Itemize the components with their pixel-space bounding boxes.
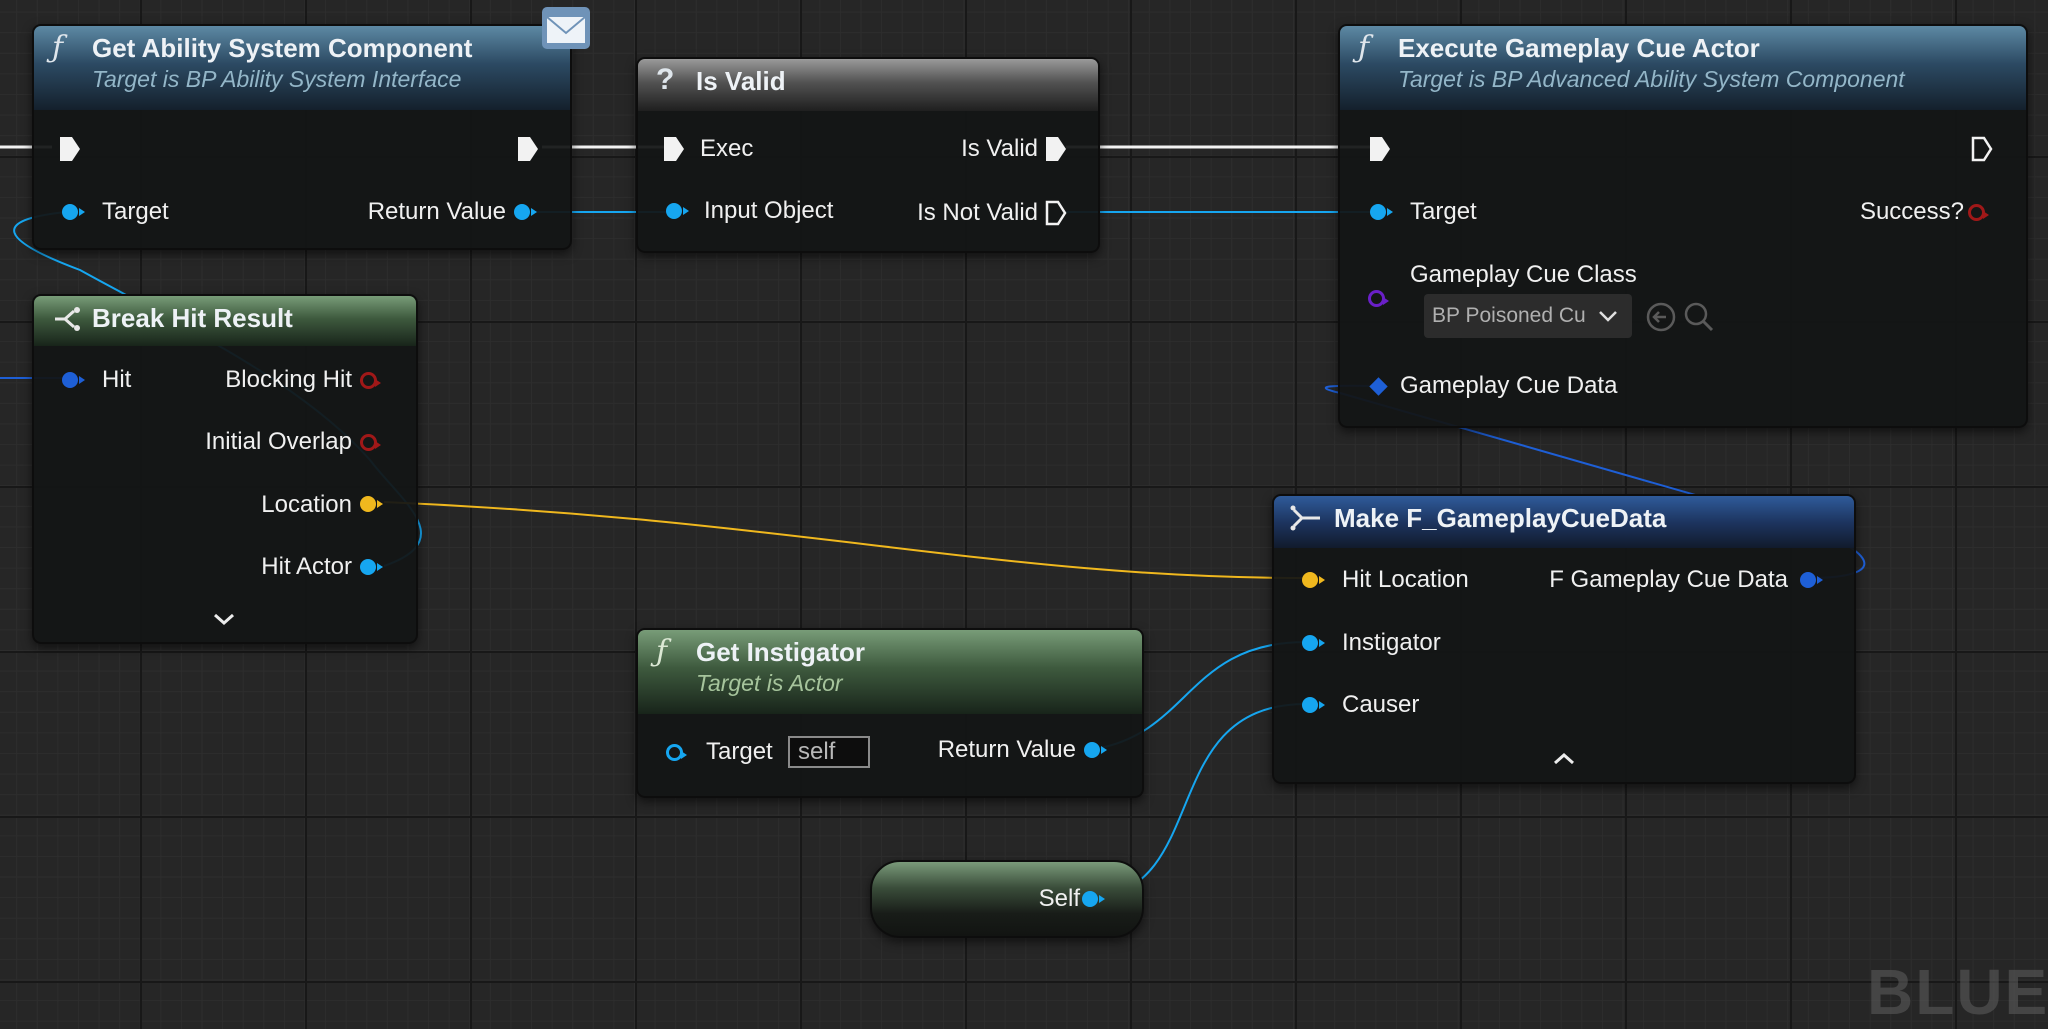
comment-bubble-icon[interactable] (540, 5, 592, 51)
input-object-pin[interactable] (666, 203, 689, 219)
location-pin[interactable] (360, 496, 383, 512)
is-valid-exec-pin[interactable] (1044, 135, 1068, 163)
node-title: Get Ability System Component (92, 33, 473, 63)
hit-actor-pin[interactable] (360, 559, 383, 575)
node-title: Make F_GameplayCueData (1334, 503, 1667, 533)
chevron-up-icon[interactable] (1552, 750, 1576, 766)
success-label: Success? (1859, 198, 1964, 225)
node-subtitle: Target is BP Advanced Ability System Com… (1398, 66, 1905, 92)
exec-out-pin[interactable] (1970, 135, 1994, 163)
vector-wire-location-to-hitlocation (383, 501, 1307, 579)
hit-pin[interactable] (62, 372, 85, 388)
make-struct-icon (1290, 505, 1320, 531)
instigator-label: Instigator (1342, 629, 1441, 656)
target-label: Target (1410, 198, 1477, 225)
node-subtitle: Target is Actor (696, 670, 843, 696)
causer-pin[interactable] (1302, 697, 1325, 713)
self-node[interactable]: Self (870, 860, 1144, 938)
self-label: Self (1038, 885, 1080, 912)
target-default-field[interactable] (788, 736, 870, 768)
node-header: ƒ Get Ability System Component Target is… (34, 26, 570, 110)
get-ability-system-component-node[interactable]: ƒ Get Ability System Component Target is… (32, 24, 572, 250)
is-not-valid-exec-pin[interactable] (1044, 199, 1068, 227)
chevron-down-icon[interactable] (212, 612, 236, 628)
node-header: ƒ Execute Gameplay Cue Actor Target is B… (1340, 26, 2026, 110)
break-hit-result-node[interactable]: Break Hit Result Hit Blocking Hit Initia… (32, 294, 418, 644)
node-header: Make F_GameplayCueData (1274, 496, 1854, 548)
blocking-hit-pin[interactable] (360, 372, 381, 389)
exec-in-pin[interactable] (58, 135, 82, 163)
chevron-down-icon (1599, 311, 1617, 322)
exec-out-pin[interactable] (516, 135, 540, 163)
return-value-label: Return Value (367, 198, 506, 225)
exec-in-pin[interactable] (1368, 135, 1392, 163)
target-pin[interactable] (62, 204, 85, 220)
target-pin[interactable] (1370, 204, 1393, 220)
is-not-valid-label: Is Not Valid (917, 199, 1038, 226)
return-value-pin[interactable] (1084, 742, 1107, 758)
target-label: Target (706, 738, 773, 765)
gameplay-cue-data-out-label: F Gameplay Cue Data (1549, 566, 1788, 593)
blocking-hit-label: Blocking Hit (225, 366, 352, 393)
is-valid-node[interactable]: ? Is Valid Exec Is Valid Input Object Is… (636, 57, 1100, 253)
hit-actor-label: Hit Actor (261, 553, 352, 580)
node-header: Break Hit Result (34, 296, 416, 346)
function-icon: ƒ (656, 634, 668, 669)
break-struct-icon (55, 307, 80, 331)
gameplay-cue-class-label: Gameplay Cue Class (1410, 261, 1637, 288)
function-icon: ƒ (1358, 30, 1370, 65)
is-valid-label: Is Valid (961, 135, 1038, 162)
node-title: Break Hit Result (92, 303, 293, 333)
success-pin[interactable] (1968, 204, 1989, 221)
instigator-pin[interactable] (1302, 635, 1325, 651)
gameplay-cue-class-value: BP Poisoned Cu (1432, 304, 1586, 327)
node-subtitle: Target is BP Ability System Interface (92, 66, 462, 92)
causer-label: Causer (1342, 691, 1420, 718)
return-value-pin[interactable] (514, 204, 537, 220)
hit-location-pin[interactable] (1302, 572, 1325, 588)
gameplay-cue-class-pin[interactable] (1368, 290, 1389, 307)
node-title: Is Valid (696, 66, 786, 96)
hit-location-label: Hit Location (1342, 566, 1469, 593)
node-title: Get Instigator (696, 637, 866, 667)
use-selected-asset-icon[interactable] (1644, 300, 1678, 334)
get-instigator-node[interactable]: ƒ Get Instigator Target is Actor Target … (636, 628, 1144, 798)
execute-gameplay-cue-actor-node[interactable]: ƒ Execute Gameplay Cue Actor Target is B… (1338, 24, 2028, 428)
gameplay-cue-data-label: Gameplay Cue Data (1400, 372, 1618, 399)
return-value-label: Return Value (937, 736, 1076, 763)
target-label: Target (102, 198, 169, 225)
gameplay-cue-data-out-pin[interactable] (1800, 572, 1823, 588)
hit-label: Hit (102, 366, 132, 393)
node-header: ? Is Valid (638, 59, 1098, 111)
make-gameplay-cue-data-node[interactable]: Make F_GameplayCueData Hit Location F Ga… (1272, 494, 1856, 784)
exec-label: Exec (700, 135, 754, 162)
input-object-label: Input Object (704, 197, 834, 224)
node-title: Execute Gameplay Cue Actor (1398, 33, 1760, 63)
node-header: ƒ Get Instigator Target is Actor (638, 630, 1142, 714)
question-icon: ? (656, 63, 675, 96)
gameplay-cue-data-pin[interactable] (1369, 377, 1388, 396)
initial-overlap-label: Initial Overlap (205, 428, 352, 455)
browse-search-icon[interactable] (1682, 300, 1716, 334)
initial-overlap-pin[interactable] (360, 434, 381, 451)
self-pin[interactable] (1082, 891, 1105, 907)
function-icon: ƒ (52, 30, 64, 65)
location-label: Location (261, 491, 352, 518)
exec-in-pin[interactable] (662, 135, 686, 163)
target-pin[interactable] (666, 744, 687, 761)
gameplay-cue-class-dropdown[interactable]: BP Poisoned Cu (1424, 294, 1632, 338)
